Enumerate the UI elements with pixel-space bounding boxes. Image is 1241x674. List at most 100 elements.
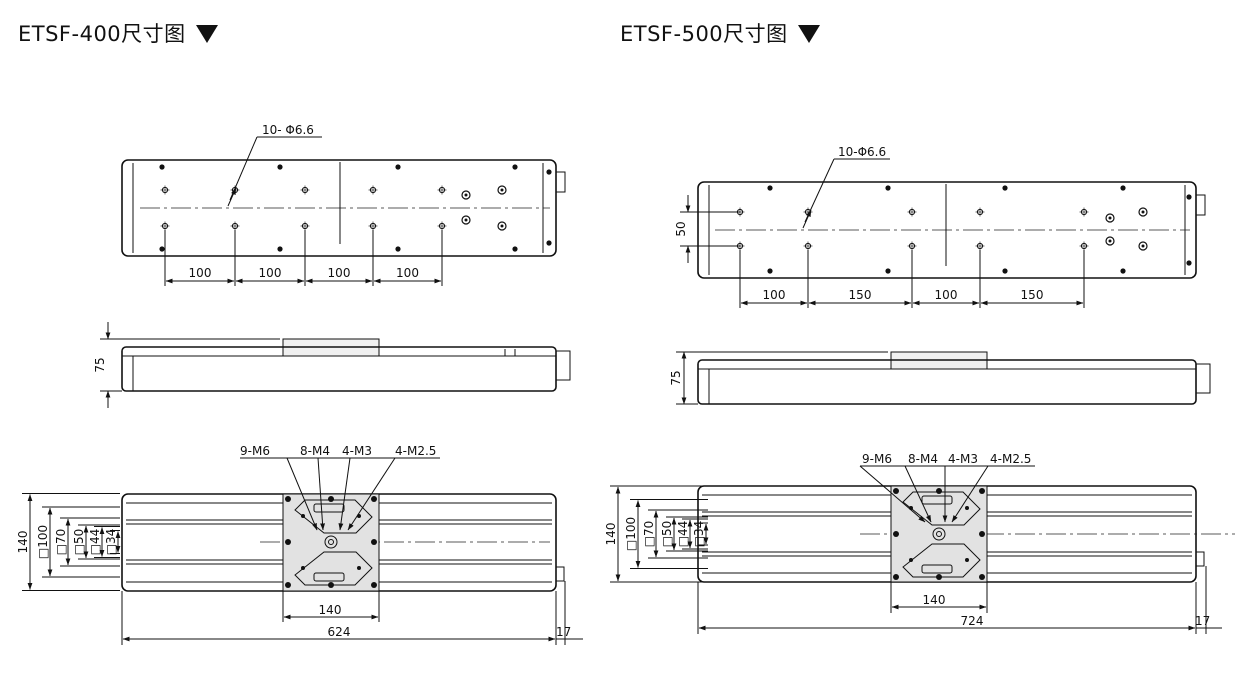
tapped-hole <box>461 190 471 200</box>
etsf500-callout-m3: 4-M3 <box>948 452 978 466</box>
square-dimension-label: □34 <box>104 529 118 556</box>
etsf500-callout-m4: 8-M4 <box>908 452 938 466</box>
screw-head <box>159 246 165 252</box>
screw-head <box>159 164 165 170</box>
etsf400-callout-m25: 4-M2.5 <box>395 444 436 458</box>
square-dimension-label: □70 <box>642 521 656 548</box>
square-dimension-label: □44 <box>676 521 690 548</box>
square-dimension-label: □34 <box>692 521 706 548</box>
screw-head <box>885 268 891 274</box>
screw-head <box>965 558 969 562</box>
screw-head <box>301 566 305 570</box>
screw-head <box>979 488 985 494</box>
screw-head <box>893 488 899 494</box>
etsf500-motor-offset: 17 <box>1195 614 1210 628</box>
screw-head <box>893 574 899 580</box>
etsf500-height-label: 75 <box>669 370 683 385</box>
tapped-hole <box>1105 213 1115 223</box>
etsf400-motor-offset: 17 <box>556 625 571 639</box>
etsf500-front-view: 9-M6 8-M4 4-M3 4-M2.5 140 □100 □70 □50□44□3… <box>604 452 1235 634</box>
screw-head <box>936 488 942 494</box>
tapped-hole <box>1138 241 1148 251</box>
etsf500-side-view: 75 <box>669 351 1211 405</box>
screw-head <box>395 164 401 170</box>
screw-head <box>546 169 552 175</box>
square-dimension-label: 140 <box>604 523 618 546</box>
screw-head <box>1120 268 1126 274</box>
etsf400-side-view: 75 <box>93 322 571 408</box>
pitch-dimension-label: 100 <box>935 288 958 302</box>
screw-head <box>277 246 283 252</box>
screw-head <box>965 506 969 510</box>
square-dimension-label: 140 <box>16 531 30 554</box>
tapped-hole <box>461 215 471 225</box>
tapped-hole <box>497 221 507 231</box>
etsf400-table-width: 140 <box>319 603 342 617</box>
triangle-down-icon <box>195 25 218 43</box>
screw-head <box>328 496 334 502</box>
etsf400-callout-m3: 4-M3 <box>342 444 372 458</box>
etsf500-top-view: 10-Φ6.6 50 100 150 100 150 <box>674 145 1206 308</box>
square-dimension-label: □100 <box>624 517 638 551</box>
etsf400-height-label: 75 <box>93 357 107 372</box>
screw-head <box>1002 268 1008 274</box>
screw-head <box>395 246 401 252</box>
tapped-hole <box>1138 207 1148 217</box>
pitch-dimension-label: 100 <box>396 266 419 280</box>
screw-head <box>285 539 291 545</box>
etsf500-width-label: 50 <box>674 221 688 236</box>
etsf400-front-view: 9-M6 8-M4 4-M3 4-M2.5 140 □100 □70 □50□44□3… <box>16 444 583 645</box>
square-dimension-label: □44 <box>88 529 102 556</box>
screw-head <box>979 531 985 537</box>
pitch-dimension-label: 100 <box>189 266 212 280</box>
pitch-dimension-label: 100 <box>259 266 282 280</box>
etsf500-holes-label: 10-Φ6.6 <box>838 145 886 159</box>
screw-head <box>885 185 891 191</box>
screw-head <box>546 240 552 246</box>
tapped-hole <box>497 185 507 195</box>
etsf500-callout-m6: 9-M6 <box>862 452 892 466</box>
screw-head <box>512 164 518 170</box>
screw-head <box>512 246 518 252</box>
pitch-dimension-label: 100 <box>763 288 786 302</box>
etsf400-callout-m6: 9-M6 <box>240 444 270 458</box>
screw-head <box>285 496 291 502</box>
etsf400-top-view: 10- Φ6.6 100 100 100 100 <box>121 123 566 286</box>
screw-head <box>357 566 361 570</box>
square-dimension-label: □70 <box>54 529 68 556</box>
square-dimension-label: □50 <box>72 529 86 556</box>
screw-head <box>1186 194 1192 200</box>
etsf400-holes-label: 10- Φ6.6 <box>262 123 314 137</box>
etsf500-total-length: 724 <box>961 614 984 628</box>
pitch-dimension-label: 150 <box>1021 288 1044 302</box>
screw-head <box>909 558 913 562</box>
screw-head <box>1186 260 1192 266</box>
screw-head <box>285 582 291 588</box>
square-dimension-label: □100 <box>36 525 50 559</box>
etsf500-table-width: 140 <box>923 593 946 607</box>
pitch-dimension-label: 150 <box>849 288 872 302</box>
screw-head <box>371 582 377 588</box>
screw-head <box>936 574 942 580</box>
screw-head <box>1002 185 1008 191</box>
screw-head <box>767 268 773 274</box>
etsf500-callout-m25: 4-M2.5 <box>990 452 1031 466</box>
screw-head <box>893 531 899 537</box>
screw-head <box>371 539 377 545</box>
triangle-down-icon <box>797 25 820 43</box>
screw-head <box>1120 185 1126 191</box>
title-etsf400: ETSF-400尺寸图 <box>18 18 218 48</box>
screw-head <box>301 514 305 518</box>
square-dimension-label: □50 <box>660 521 674 548</box>
pitch-dimension-label: 100 <box>328 266 351 280</box>
screw-head <box>767 185 773 191</box>
screw-head <box>328 582 334 588</box>
etsf400-total-length: 624 <box>328 625 351 639</box>
screw-head <box>979 574 985 580</box>
screw-head <box>371 496 377 502</box>
title-etsf500: ETSF-500尺寸图 <box>620 18 820 48</box>
tapped-hole <box>1105 236 1115 246</box>
screw-head <box>277 164 283 170</box>
etsf400-callout-m4: 8-M4 <box>300 444 330 458</box>
